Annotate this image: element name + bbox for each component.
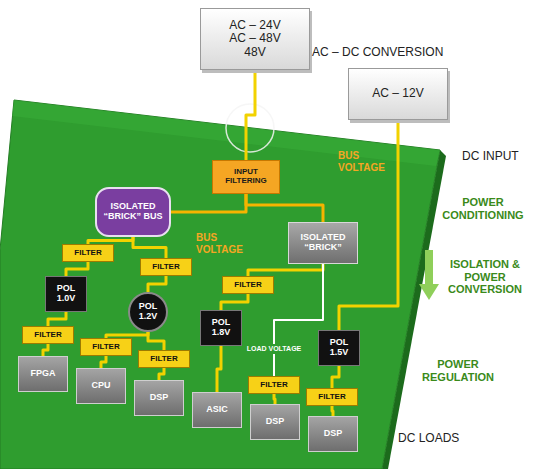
power-line <box>246 70 255 160</box>
bus-label: BUS VOLTAGE <box>196 232 246 255</box>
filter-block: FILTER <box>138 350 190 368</box>
source-box: AC – 24V AC – 48V 48V <box>200 8 310 70</box>
node-text: FILTER <box>92 343 119 352</box>
load-chip: DSP <box>134 380 184 416</box>
stage-label: POWER REGULATION <box>408 358 508 383</box>
node-text: POL 1.5V <box>324 338 354 358</box>
stage-label: DC INPUT <box>462 150 528 164</box>
isolated-brick: ISOLATED “BRICK” <box>288 222 358 264</box>
filter-block: INPUT FILTERING <box>212 160 280 194</box>
power-line <box>66 262 88 276</box>
node-text: AC – 12V <box>372 87 423 100</box>
filter-block: FILTER <box>22 326 74 344</box>
node-text: FILTER <box>152 263 179 272</box>
node-text: POL 1.0V <box>51 284 81 304</box>
filter-block: FILTER <box>222 276 274 294</box>
bus-label: BUS VOLTAGE <box>338 150 392 173</box>
flow-arrow-shaft <box>425 250 433 284</box>
load-chip: DSP <box>250 404 300 440</box>
pol-regulator: POL 1.2V <box>128 292 168 332</box>
filter-block: FILTER <box>140 258 192 276</box>
power-line <box>148 276 166 292</box>
flow-arrow-head <box>419 284 439 300</box>
node-text: ASIC <box>206 405 228 415</box>
stage-label: ISOLATION & POWER CONVERSION <box>440 258 530 296</box>
power-line <box>133 237 166 258</box>
power-line <box>217 346 221 392</box>
stage-label: DC LOADS <box>398 432 478 446</box>
power-line <box>171 194 246 212</box>
node-text: FILTER <box>34 331 61 340</box>
power-line <box>221 294 248 310</box>
power-line <box>248 264 323 276</box>
power-line <box>88 237 133 244</box>
node-text: FILTER <box>260 381 287 390</box>
filter-block: FILTER <box>80 338 132 356</box>
node-text: POL 1.8V <box>206 318 236 338</box>
load-chip: DSP <box>308 416 358 452</box>
isolated-brick: ISOLATED “BRICK” BUS <box>95 187 171 237</box>
source-box: AC – 12V <box>348 68 448 120</box>
node-text: DSP <box>266 417 285 427</box>
load-chip: CPU <box>76 368 126 404</box>
node-text: INPUT FILTERING <box>218 168 274 186</box>
node-text: CPU <box>91 381 110 391</box>
node-text: DSP <box>150 393 169 403</box>
node-text: ISOLATED “BRICK” BUS <box>102 202 164 222</box>
load-chip: ASIC <box>192 392 242 428</box>
node-text: FILTER <box>74 249 101 258</box>
voltage-label: LOAD VOLTAGE <box>244 344 304 354</box>
power-line <box>43 344 48 356</box>
power-line <box>246 194 323 222</box>
node-text: POL 1.2V <box>134 302 162 322</box>
node-text: AC – 24V AC – 48V 48V <box>225 19 285 59</box>
stage-label: AC – DC CONVERSION <box>312 46 482 60</box>
filter-block: FILTER <box>248 376 300 394</box>
power-line <box>332 406 333 416</box>
filter-block: FILTER <box>306 388 358 406</box>
node-text: FILTER <box>318 393 345 402</box>
power-line <box>48 312 66 326</box>
node-text: FPGA <box>30 369 55 379</box>
pol-regulator: POL 1.0V <box>45 276 87 312</box>
power-line <box>274 264 323 376</box>
load-chip: FPGA <box>18 356 68 392</box>
node-text: DSP <box>324 429 343 439</box>
node-text: ISOLATED “BRICK” <box>294 233 352 253</box>
power-line <box>148 332 164 350</box>
power-line <box>101 356 106 368</box>
board-surface <box>0 100 440 469</box>
stage-label: POWER CONDITIONING <box>436 196 530 221</box>
node-text: FILTER <box>234 281 261 290</box>
focus-circle <box>226 104 274 152</box>
pol-regulator: POL 1.5V <box>318 330 360 366</box>
filter-block: FILTER <box>62 244 114 262</box>
power-line <box>332 366 339 388</box>
power-line <box>274 394 275 404</box>
node-text: FILTER <box>150 355 177 364</box>
power-line <box>159 368 164 380</box>
pol-regulator: POL 1.8V <box>200 310 242 346</box>
